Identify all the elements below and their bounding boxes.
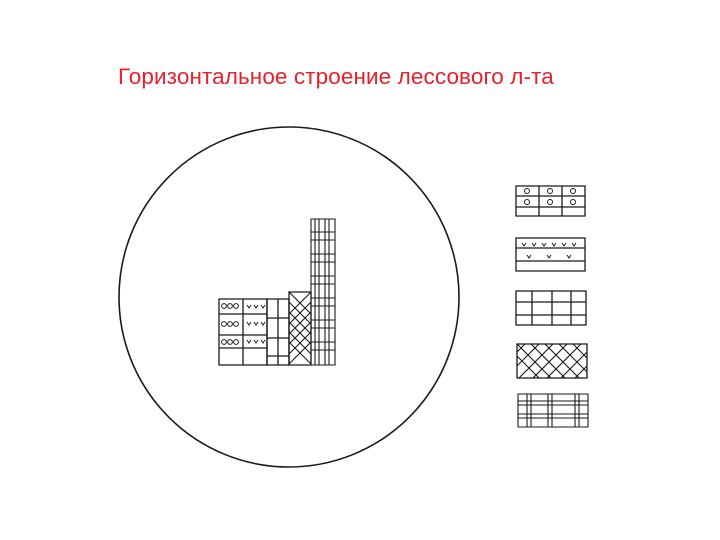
main-figure <box>219 219 335 374</box>
main-cells-grid <box>267 299 289 365</box>
legend <box>491 186 609 427</box>
legend-crosshatch <box>491 344 609 378</box>
legend-circles <box>516 186 585 216</box>
main-cells-plaid <box>311 219 335 365</box>
v-marks <box>246 304 266 344</box>
section-circle <box>119 127 459 467</box>
legend-v-marks <box>516 238 585 271</box>
main-cells-circles-v <box>219 299 267 365</box>
slide-title: Горизонтальное строение лессового л-та <box>118 64 554 89</box>
legend-grid <box>516 291 586 325</box>
circle-marks <box>222 304 239 345</box>
legend-plaid <box>518 394 588 427</box>
